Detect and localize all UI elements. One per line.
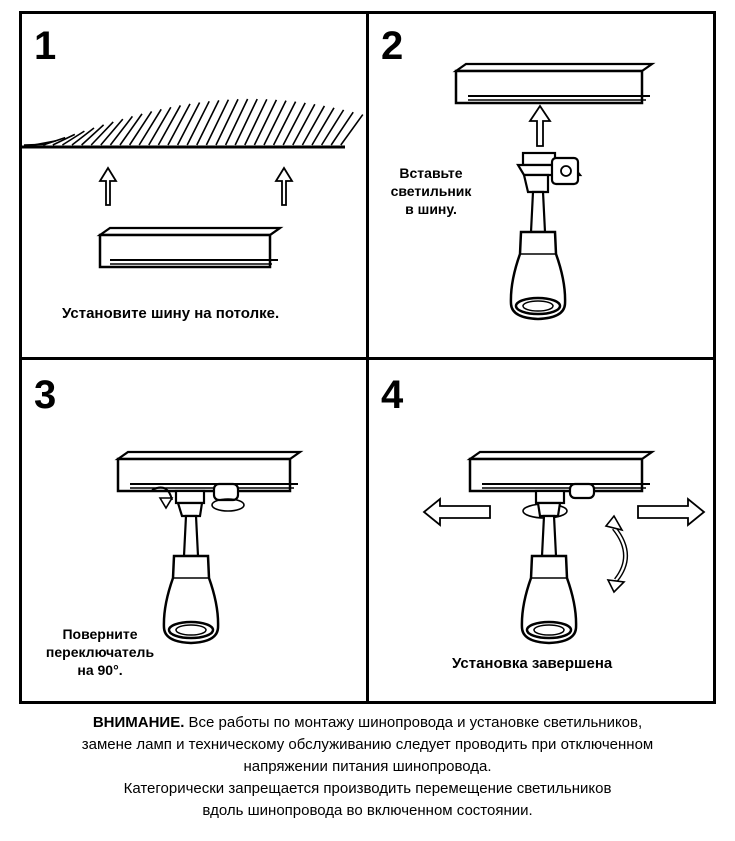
hatch-line (119, 113, 143, 146)
hatch-line (81, 124, 105, 146)
step-2-number: 2 (381, 24, 404, 68)
up-arrow-icon (274, 166, 294, 206)
hatch-line (253, 99, 278, 146)
right-arrow-icon (637, 497, 706, 527)
lamp-with-adapter (520, 482, 596, 645)
up-arrow-icon (528, 104, 552, 147)
warning-line: ВНИМАНИЕ. Все работы по монтажу шинопров… (0, 712, 735, 734)
track-rail (466, 450, 656, 493)
hatch-line (320, 109, 345, 146)
lamp-with-adapter (509, 151, 583, 321)
step-1-caption: Установите шину на потолке. (62, 305, 280, 322)
grid-divider-horizontal (19, 357, 716, 360)
hatch-line (71, 127, 95, 146)
hatch-line (330, 111, 354, 146)
hatch-line (52, 133, 76, 146)
hatch-line (186, 100, 210, 146)
step-3-caption-line: Поверните (62, 626, 138, 642)
hatch-line (128, 111, 153, 146)
hatch-line (176, 102, 201, 146)
step-2-caption-line: в шину. (405, 201, 457, 217)
hatch-line (196, 100, 220, 146)
hatch-line (90, 121, 114, 146)
hatch-line (244, 98, 268, 146)
hatch-line (138, 108, 162, 146)
track-rail (452, 62, 656, 105)
up-arrow-icon (98, 166, 118, 206)
step-3-caption-line: на 90°. (77, 662, 123, 678)
hatch-line (61, 130, 85, 146)
hatch-line (157, 105, 182, 146)
hatch-line (234, 98, 258, 146)
hatch-line (311, 107, 335, 146)
hatch-line (148, 106, 172, 146)
step-2-caption: Вставьте светильник в шину. (383, 164, 479, 218)
hatch-line (340, 114, 364, 146)
step-1-number: 1 (34, 24, 57, 68)
warning-text: Все работы по монтажу шинопровода и уста… (188, 714, 643, 731)
warning-line: вдоль шинопровода во включенном состояни… (202, 802, 533, 819)
track-rail (96, 226, 284, 269)
warning-label: ВНИМАНИЕ. (92, 714, 185, 731)
warning-line: Категорически запрещается производить пе… (123, 780, 612, 797)
warning-line: замене ламп и техническому обслуживанию … (81, 736, 654, 753)
rotate-switch-arrow-icon (151, 486, 245, 512)
hatch-line (224, 98, 249, 146)
step-3-caption-line: переключатель (45, 644, 155, 660)
step-3-number: 3 (34, 373, 57, 417)
hatch-line (301, 105, 326, 146)
hatch-line (263, 100, 287, 146)
hatch-line (42, 136, 66, 146)
hatch-line (292, 103, 316, 146)
ceiling-hatching (22, 98, 364, 149)
warning-line: напряжении питания шинопровода. (243, 758, 492, 775)
warning-notice: ВНИМАНИЕ. Все работы по монтажу шинопров… (0, 712, 735, 822)
lamp-with-adapter (162, 482, 240, 645)
tilt-arrow-icon (604, 514, 628, 594)
left-arrow-icon (422, 497, 491, 527)
hatch-line (100, 118, 124, 146)
step-2-caption-line: светильник (390, 183, 472, 199)
hatch-line (215, 98, 239, 146)
step-4-number: 4 (381, 373, 404, 417)
step-2-caption-line: Вставьте (399, 165, 463, 181)
step-4-caption: Установка завершена (452, 655, 613, 672)
track-rail (114, 450, 304, 493)
hatch-line (272, 101, 297, 146)
hatch-line (167, 103, 191, 146)
hatch-line (109, 115, 134, 146)
hatch-line (282, 102, 306, 146)
hatch-line (205, 99, 230, 146)
step-3-caption: Поверните переключатель на 90°. (30, 625, 170, 679)
